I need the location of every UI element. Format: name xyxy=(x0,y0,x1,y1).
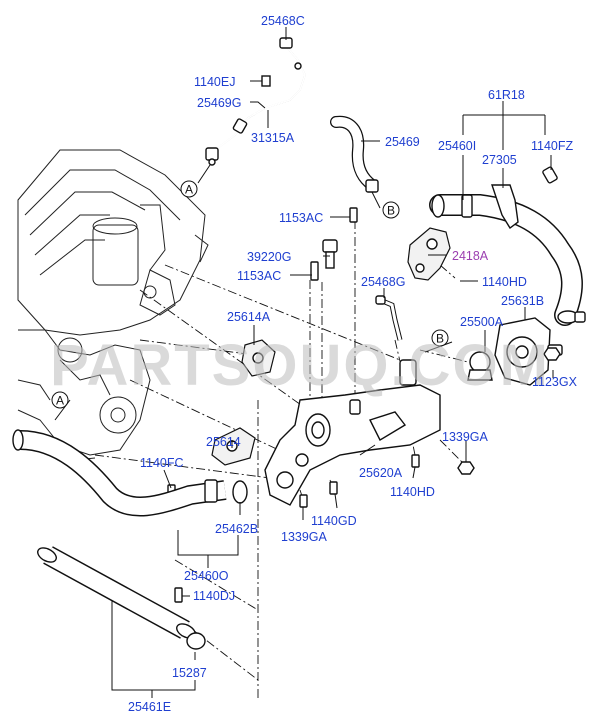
ref-marker-a-top: A xyxy=(180,180,198,198)
part-label[interactable]: 25614 xyxy=(206,435,241,449)
part-label[interactable]: 25469G xyxy=(197,96,241,110)
part-label[interactable]: 31315A xyxy=(251,131,295,145)
lower-water-pipe xyxy=(12,429,248,517)
ref-marker-label: B xyxy=(387,204,395,218)
part-label[interactable]: 25620A xyxy=(359,466,403,480)
reference-markers: A B B A xyxy=(51,180,449,409)
ref-marker-b-top: B xyxy=(382,201,400,219)
ref-marker-label: A xyxy=(56,394,64,408)
part-label[interactable]: 1140DJ xyxy=(193,589,235,603)
engine-block-drawing xyxy=(17,149,209,461)
part-label[interactable]: 1153AC xyxy=(279,211,323,225)
pipe-25468G xyxy=(375,295,403,341)
part-label[interactable]: 1339GA xyxy=(442,430,489,444)
part-label[interactable]: 1123GX xyxy=(532,375,578,389)
part-label[interactable]: 1140FC xyxy=(140,456,184,470)
ref-marker-label: A xyxy=(185,183,193,197)
part-label[interactable]: 25614A xyxy=(227,310,271,324)
ref-marker-b-mid: B xyxy=(431,329,449,347)
part-label[interactable]: 1140FZ xyxy=(531,139,574,153)
part-label[interactable]: 1140HD xyxy=(482,275,527,289)
part-label-highlighted[interactable]: 2418A xyxy=(452,249,489,263)
part-label[interactable]: 1140HD xyxy=(390,485,435,499)
ref-marker-label: B xyxy=(436,332,444,346)
part-label[interactable]: 25469 xyxy=(385,135,420,149)
part-label[interactable]: 1339GA xyxy=(281,530,328,544)
hose-25469 xyxy=(330,115,379,193)
part-label[interactable]: 1153AC xyxy=(237,269,281,283)
part-label[interactable]: 1140GD xyxy=(311,514,357,528)
part-label[interactable]: 25468C xyxy=(261,14,305,28)
upper-radiator-hose xyxy=(429,166,586,326)
part-labels: 25468C 1140EJ 25469G 31315A 25469 61R18 … xyxy=(128,14,578,714)
part-label[interactable]: 61R18 xyxy=(488,88,525,102)
straight-pipe xyxy=(37,546,206,650)
gasket-25614A xyxy=(241,339,276,377)
ref-marker-a-left: A xyxy=(51,391,69,409)
part-label[interactable]: 25468G xyxy=(361,275,405,289)
water-inlet-housing xyxy=(264,359,441,506)
part-label[interactable]: 1140EJ xyxy=(194,75,235,89)
temperature-sensors xyxy=(310,207,358,281)
part-label[interactable]: 25460O xyxy=(184,569,229,583)
part-label[interactable]: 25461E xyxy=(128,700,171,714)
part-label[interactable]: 25631B xyxy=(501,294,544,308)
upper-bypass-pipe xyxy=(205,37,306,166)
part-label[interactable]: 25460I xyxy=(438,139,476,153)
thermostat-housing xyxy=(467,317,563,386)
part-label[interactable]: 27305 xyxy=(482,153,517,167)
part-label[interactable]: 15287 xyxy=(172,666,207,680)
watermark: PARTSOUQ.COM xyxy=(50,333,550,398)
part-label[interactable]: 25462B xyxy=(215,522,258,536)
gasket-25614 xyxy=(211,427,256,466)
leader-lines xyxy=(54,27,554,698)
gasket-2418A xyxy=(407,227,451,281)
part-label[interactable]: 39220G xyxy=(247,250,291,264)
part-label[interactable]: 25500A xyxy=(460,315,504,329)
